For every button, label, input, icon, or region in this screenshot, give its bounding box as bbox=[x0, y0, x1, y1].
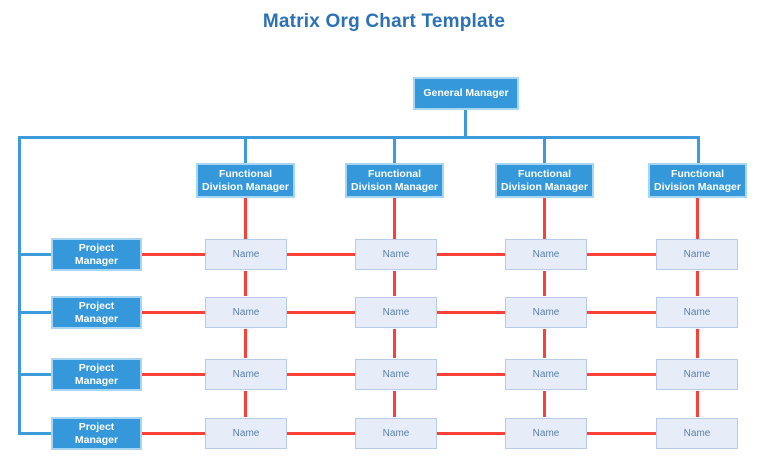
cell-r3c3[interactable]: Name bbox=[505, 359, 587, 390]
cell-r4c1-label: Name bbox=[232, 427, 260, 439]
cell-r4c2[interactable]: Name bbox=[355, 418, 437, 449]
connector-spine-to-pm-1 bbox=[18, 253, 53, 256]
connector-row3-c2-to-c3 bbox=[437, 373, 506, 376]
cell-r4c2-label: Name bbox=[382, 427, 410, 439]
connector-bus-to-fdm-2 bbox=[393, 136, 396, 164]
cell-r4c1[interactable]: Name bbox=[205, 418, 287, 449]
connector-col4-r2-to-r3 bbox=[696, 329, 699, 358]
cell-r2c2[interactable]: Name bbox=[355, 297, 437, 328]
cell-r1c3[interactable]: Name bbox=[505, 239, 587, 270]
connector-col3-r2-to-r3 bbox=[543, 329, 546, 358]
connector-col2-r1-to-r2 bbox=[393, 271, 396, 296]
cell-r3c4-label: Name bbox=[683, 368, 711, 380]
connector-col2-fdm-to-r1 bbox=[393, 198, 396, 239]
cell-r3c1[interactable]: Name bbox=[205, 359, 287, 390]
cell-r3c2-label: Name bbox=[382, 368, 410, 380]
connector-col4-r3-to-r4 bbox=[696, 391, 699, 417]
connector-row4-c1-to-c2 bbox=[287, 432, 356, 435]
cell-r4c4-label: Name bbox=[683, 427, 711, 439]
cell-r1c1-label: Name bbox=[232, 248, 260, 260]
connector-main-bus bbox=[18, 136, 700, 139]
cell-r3c2[interactable]: Name bbox=[355, 359, 437, 390]
connector-row2-pm-to-c1 bbox=[142, 311, 206, 314]
cell-r1c4-label: Name bbox=[683, 248, 711, 260]
connector-col3-fdm-to-r1 bbox=[543, 198, 546, 239]
connector-row4-c2-to-c3 bbox=[437, 432, 506, 435]
node-general-manager[interactable]: General Manager bbox=[413, 77, 519, 110]
cell-r1c1[interactable]: Name bbox=[205, 239, 287, 270]
connector-left-spine bbox=[18, 136, 21, 435]
connector-bus-to-fdm-4 bbox=[697, 136, 700, 164]
connector-col4-r1-to-r2 bbox=[696, 271, 699, 296]
connector-row1-c2-to-c3 bbox=[437, 253, 506, 256]
connector-row1-c3-to-c4 bbox=[587, 253, 656, 256]
cell-r2c4[interactable]: Name bbox=[656, 297, 738, 328]
cell-r3c4[interactable]: Name bbox=[656, 359, 738, 390]
connector-col2-r3-to-r4 bbox=[393, 391, 396, 417]
connector-col1-r2-to-r3 bbox=[244, 329, 247, 358]
cell-r1c2[interactable]: Name bbox=[355, 239, 437, 270]
cell-r3c3-label: Name bbox=[532, 368, 560, 380]
cell-r1c3-label: Name bbox=[532, 248, 560, 260]
connector-row3-c3-to-c4 bbox=[587, 373, 656, 376]
connector-row4-c3-to-c4 bbox=[587, 432, 656, 435]
connector-col1-r1-to-r2 bbox=[244, 271, 247, 296]
connector-col3-r3-to-r4 bbox=[543, 391, 546, 417]
connector-row3-pm-to-c1 bbox=[142, 373, 206, 376]
node-general-manager-label: General Manager bbox=[423, 87, 509, 100]
connector-spine-to-pm-4 bbox=[18, 432, 53, 435]
connector-col2-r2-to-r3 bbox=[393, 329, 396, 358]
connector-row1-pm-to-c1 bbox=[142, 253, 206, 256]
connector-col3-r1-to-r2 bbox=[543, 271, 546, 296]
connector-row4-pm-to-c1 bbox=[142, 432, 206, 435]
connector-bus-to-fdm-3 bbox=[543, 136, 546, 164]
connector-col1-r3-to-r4 bbox=[244, 391, 247, 417]
cell-r3c1-label: Name bbox=[232, 368, 260, 380]
cell-r2c1-label: Name bbox=[232, 306, 260, 318]
connector-row2-c2-to-c3 bbox=[437, 311, 506, 314]
connector-spine-to-pm-2 bbox=[18, 311, 53, 314]
connector-gm-stem bbox=[464, 110, 467, 139]
connector-row2-c3-to-c4 bbox=[587, 311, 656, 314]
connector-spine-to-pm-3 bbox=[18, 373, 53, 376]
connector-row1-c1-to-c2 bbox=[287, 253, 356, 256]
cell-r2c4-label: Name bbox=[683, 306, 711, 318]
connector-row3-c1-to-c2 bbox=[287, 373, 356, 376]
cell-r4c4[interactable]: Name bbox=[656, 418, 738, 449]
connector-col1-fdm-to-r1 bbox=[244, 198, 247, 239]
cell-r2c3-label: Name bbox=[532, 306, 560, 318]
cell-r1c4[interactable]: Name bbox=[656, 239, 738, 270]
cell-r4c3-label: Name bbox=[532, 427, 560, 439]
connector-col4-fdm-to-r1 bbox=[696, 198, 699, 239]
connector-bus-to-fdm-1 bbox=[244, 136, 247, 164]
cell-r1c2-label: Name bbox=[382, 248, 410, 260]
page-title: Matrix Org Chart Template bbox=[262, 11, 506, 32]
connector-row2-c1-to-c2 bbox=[287, 311, 356, 314]
cell-r2c1[interactable]: Name bbox=[205, 297, 287, 328]
cell-r4c3[interactable]: Name bbox=[505, 418, 587, 449]
cell-r2c2-label: Name bbox=[382, 306, 410, 318]
cell-r2c3[interactable]: Name bbox=[505, 297, 587, 328]
